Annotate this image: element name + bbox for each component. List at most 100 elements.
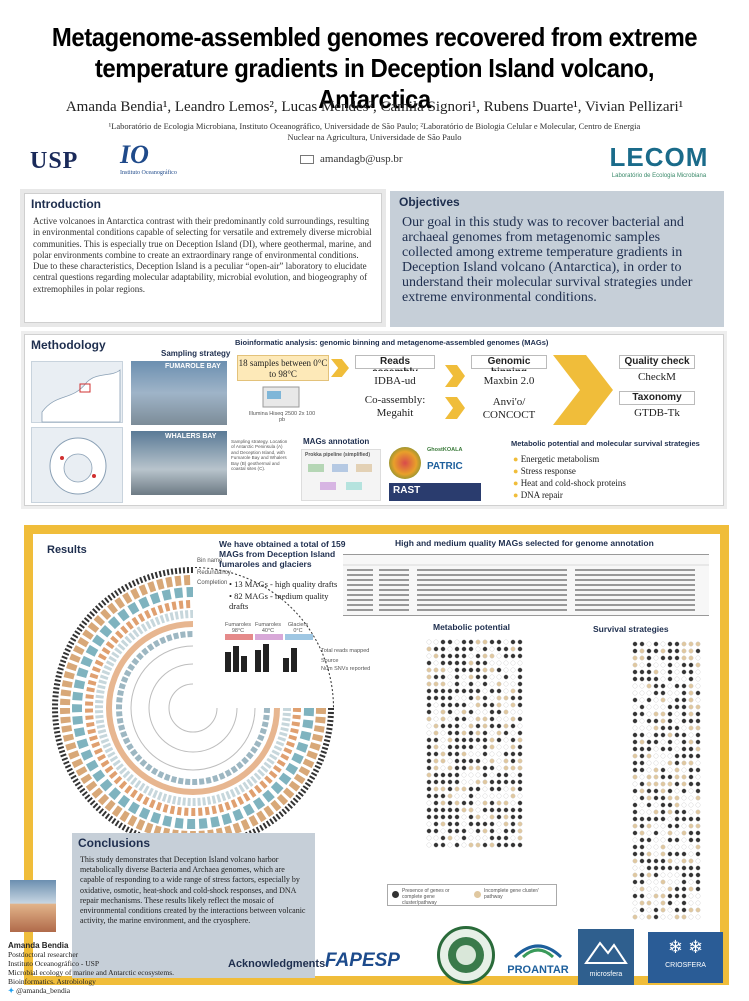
matrix-dot (475, 807, 481, 813)
matrix-dot (688, 802, 694, 808)
matrix-dot (681, 732, 687, 738)
matrix-dot (447, 716, 453, 722)
matrix-dot (653, 718, 659, 724)
matrix-dot (646, 760, 652, 766)
introduction-panel: Introduction Active volcanoes in Antarct… (24, 193, 382, 323)
matrix-dot (517, 800, 523, 806)
matrix-dot (468, 695, 474, 701)
matrix-dot (433, 751, 439, 757)
matrix-dot (503, 751, 509, 757)
bio-twitter[interactable]: ✦ @amanda_bendia (8, 986, 178, 995)
matrix-dot (653, 844, 659, 850)
matrix-dot (489, 674, 495, 680)
matrix-dot (447, 800, 453, 806)
matrix-dot (461, 681, 467, 687)
matrix-dot (440, 660, 446, 666)
matrix-dot (482, 639, 488, 645)
matrix-dot (475, 779, 481, 785)
bullet-energetic: ● Energetic metabolism (513, 453, 713, 465)
matrix-dot (496, 779, 502, 785)
matrix-dot (447, 639, 453, 645)
matrix-dot (695, 914, 701, 920)
matrix-dot (653, 795, 659, 801)
email-contact[interactable]: amandagb@usp.br (300, 153, 403, 165)
matrix-dot (681, 655, 687, 661)
matrix-dot (433, 723, 439, 729)
matrix-dot (695, 655, 701, 661)
matrix-dot (632, 900, 638, 906)
matrix-dot (468, 688, 474, 694)
matrix-dot (426, 702, 432, 708)
matrix-dot (646, 816, 652, 822)
matrix-dot (674, 886, 680, 892)
matrix-dot (433, 779, 439, 785)
matrix-dot (639, 858, 645, 864)
matrix-dot (454, 723, 460, 729)
matrix-dot (468, 653, 474, 659)
matrix-dot (489, 779, 495, 785)
matrix-dot (688, 739, 694, 745)
matrix-dot (660, 676, 666, 682)
matrix-dot (695, 851, 701, 857)
matrix-dot (517, 681, 523, 687)
matrix-dot (461, 744, 467, 750)
matrix-dot (475, 814, 481, 820)
matrix-dot (660, 704, 666, 710)
matrix-dot (482, 681, 488, 687)
matrix-dot (646, 823, 652, 829)
matrix-dot (646, 802, 652, 808)
matrix-dot (695, 648, 701, 654)
matrix-dot (433, 660, 439, 666)
matrix-dot (517, 772, 523, 778)
matrix-dot (510, 646, 516, 652)
matrix-dot (503, 814, 509, 820)
matrix-dot (440, 702, 446, 708)
matrix-dot (510, 653, 516, 659)
matrix-dot (688, 732, 694, 738)
matrix-dot (496, 723, 502, 729)
matrix-dot (632, 711, 638, 717)
matrix-dot (517, 737, 523, 743)
matrix-dot (510, 716, 516, 722)
matrix-dot (510, 772, 516, 778)
matrix-dot (681, 907, 687, 913)
sampling-strategy-label: Sampling strategy (161, 349, 231, 358)
matrix-dot (517, 716, 523, 722)
matrix-dot (681, 697, 687, 703)
matrix-dot (639, 725, 645, 731)
matrix-dot (688, 704, 694, 710)
bioinfo-title: Bioinformatic analysis: genomic binning … (235, 338, 549, 347)
matrix-dot (461, 653, 467, 659)
matrix-dot (510, 723, 516, 729)
matrix-dot (674, 809, 680, 815)
matrix-dot (517, 646, 523, 652)
matrix-dot (653, 690, 659, 696)
matrix-dot (653, 788, 659, 794)
matrix-dot (632, 676, 638, 682)
matrix-dot (461, 709, 467, 715)
matrix-dot (674, 781, 680, 787)
matrix-dot (447, 730, 453, 736)
matrix-dot (653, 893, 659, 899)
matrix-dot (653, 648, 659, 654)
matrix-dot (426, 842, 432, 848)
matrix-dot (440, 821, 446, 827)
matrix-dot (639, 690, 645, 696)
matrix-dot (489, 842, 495, 848)
matrix-dot (426, 786, 432, 792)
matrix-dot (660, 739, 666, 745)
matrix-dot (433, 730, 439, 736)
email-text: amandagb@usp.br (320, 153, 403, 165)
matrix-dot (632, 865, 638, 871)
matrix-dot (468, 835, 474, 841)
matrix-dot (503, 744, 509, 750)
presence-dot-icon (392, 891, 399, 898)
matrix-dot (681, 823, 687, 829)
mag-table (343, 554, 709, 616)
matrix-dot (489, 800, 495, 806)
mag-table-rows (343, 564, 709, 611)
matrix-dot (639, 809, 645, 815)
legend-presence: Presence of genes or complete gene clust… (402, 888, 450, 906)
matrix-dot (510, 814, 516, 820)
matrix-dot (454, 814, 460, 820)
